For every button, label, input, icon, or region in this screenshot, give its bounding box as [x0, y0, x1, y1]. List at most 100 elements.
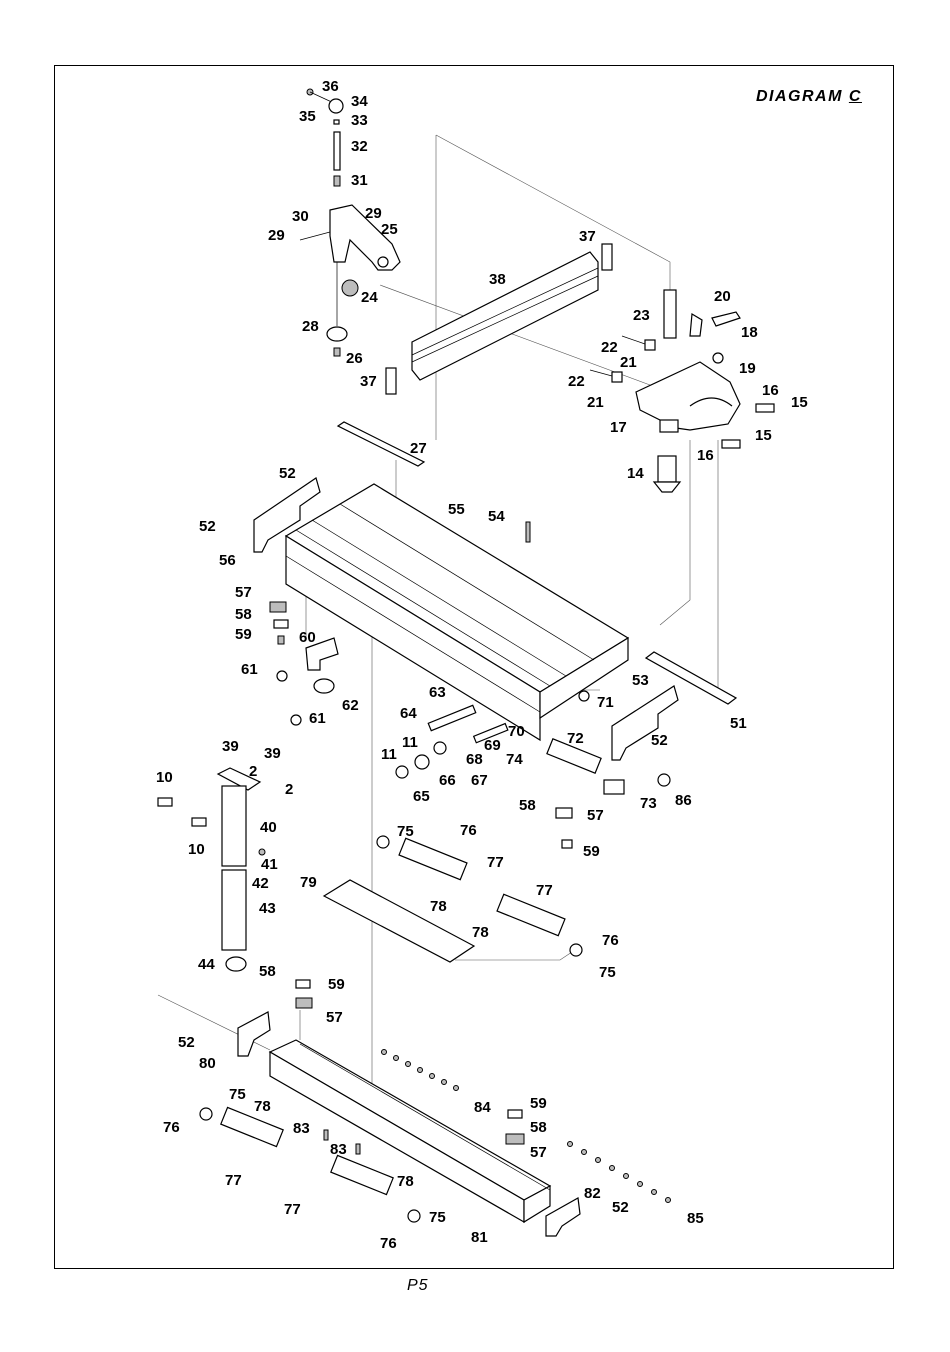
part-label-58: 58 — [259, 963, 276, 980]
part-label-75: 75 — [429, 1209, 446, 1226]
part-label-58: 58 — [530, 1119, 547, 1136]
part-label-22: 22 — [601, 339, 618, 356]
part-label-76: 76 — [602, 932, 619, 949]
part-label-31: 31 — [351, 172, 368, 189]
part-label-70: 70 — [508, 723, 525, 740]
part-label-75: 75 — [229, 1086, 246, 1103]
part-label-83: 83 — [330, 1141, 347, 1158]
part-label-57: 57 — [235, 584, 252, 601]
part-label-24: 24 — [361, 289, 378, 306]
part-label-52: 52 — [199, 518, 216, 535]
part-label-75: 75 — [599, 964, 616, 981]
part-label-78: 78 — [254, 1098, 271, 1115]
part-label-78: 78 — [472, 924, 489, 941]
part-label-37: 37 — [579, 228, 596, 245]
part-label-69: 69 — [484, 737, 501, 754]
part-label-76: 76 — [460, 822, 477, 839]
part-label-19: 19 — [739, 360, 756, 377]
part-label-10: 10 — [188, 841, 205, 858]
part-label-40: 40 — [260, 819, 277, 836]
part-label-20: 20 — [714, 288, 731, 305]
page-number: P5 — [407, 1277, 429, 1294]
part-label-59: 59 — [530, 1095, 547, 1112]
diagram-title: DIAGRAM C — [756, 88, 862, 106]
part-label-18: 18 — [741, 324, 758, 341]
part-label-58: 58 — [519, 797, 536, 814]
part-label-43: 43 — [259, 900, 276, 917]
part-label-39: 39 — [264, 745, 281, 762]
part-label-26: 26 — [346, 350, 363, 367]
part-label-2: 2 — [249, 763, 257, 780]
lower-extrusion — [237, 1011, 581, 1237]
part-label-15: 15 — [791, 394, 808, 411]
part-label-64: 64 — [400, 705, 417, 722]
part-label-35: 35 — [299, 108, 316, 125]
part-label-71: 71 — [597, 694, 614, 711]
part-label-76: 76 — [163, 1119, 180, 1136]
part-label-57: 57 — [326, 1009, 343, 1026]
part-label-39: 39 — [222, 738, 239, 755]
part-label-61: 61 — [309, 710, 326, 727]
part-label-77: 77 — [225, 1172, 242, 1189]
part-label-44: 44 — [198, 956, 215, 973]
part-label-81: 81 — [471, 1229, 488, 1246]
part-label-83: 83 — [293, 1120, 310, 1137]
part-label-86: 86 — [675, 792, 692, 809]
part-label-38: 38 — [489, 271, 506, 288]
part-label-79: 79 — [300, 874, 317, 891]
part-label-10: 10 — [156, 769, 173, 786]
table-fittings — [269, 601, 671, 849]
part-label-23: 23 — [633, 307, 650, 324]
part-label-30: 30 — [292, 208, 309, 225]
part-label-60: 60 — [299, 629, 316, 646]
part-label-82: 82 — [584, 1185, 601, 1202]
part-label-77: 77 — [536, 882, 553, 899]
part-label-58: 58 — [235, 606, 252, 623]
part-label-32: 32 — [351, 138, 368, 155]
part-label-77: 77 — [284, 1201, 301, 1218]
fastener-rows — [381, 1049, 671, 1203]
part-label-62: 62 — [342, 697, 359, 714]
lower-brackets — [199, 1106, 421, 1223]
part-label-28: 28 — [302, 318, 319, 335]
part-label-80: 80 — [199, 1055, 216, 1072]
part-label-65: 65 — [413, 788, 430, 805]
part-label-52: 52 — [279, 465, 296, 482]
sliding-table — [284, 483, 630, 742]
part-label-29: 29 — [268, 227, 285, 244]
part-label-11: 11 — [381, 746, 397, 763]
mounting-brackets — [322, 835, 583, 963]
part-label-37: 37 — [360, 373, 377, 390]
part-label-57: 57 — [530, 1144, 547, 1161]
part-label-61: 61 — [241, 661, 258, 678]
part-label-59: 59 — [328, 976, 345, 993]
part-label-29: 29 — [365, 205, 382, 222]
part-label-67: 67 — [471, 772, 488, 789]
part-label-78: 78 — [397, 1173, 414, 1190]
part-label-34: 34 — [351, 93, 368, 110]
guide-bar — [644, 651, 738, 705]
part-label-52: 52 — [651, 732, 668, 749]
part-label-21: 21 — [587, 394, 604, 411]
part-label-16: 16 — [697, 447, 714, 464]
part-label-57: 57 — [587, 807, 604, 824]
part-label-36: 36 — [322, 78, 339, 95]
fence-rail — [385, 243, 613, 395]
support-leg — [157, 767, 266, 972]
scale-strip — [336, 421, 426, 467]
part-label-78: 78 — [430, 898, 447, 915]
diagram-title-text: DIAGRAM — [756, 88, 843, 105]
part-label-14: 14 — [627, 465, 644, 482]
part-label-77: 77 — [487, 854, 504, 871]
part-label-15: 15 — [755, 427, 772, 444]
part-label-72: 72 — [567, 730, 584, 747]
part-label-16: 16 — [762, 382, 779, 399]
part-label-73: 73 — [640, 795, 657, 812]
part-label-22: 22 — [568, 373, 585, 390]
part-label-17: 17 — [610, 419, 627, 436]
part-label-84: 84 — [474, 1099, 491, 1116]
part-label-33: 33 — [351, 112, 368, 129]
diagram-frame — [54, 65, 894, 1269]
